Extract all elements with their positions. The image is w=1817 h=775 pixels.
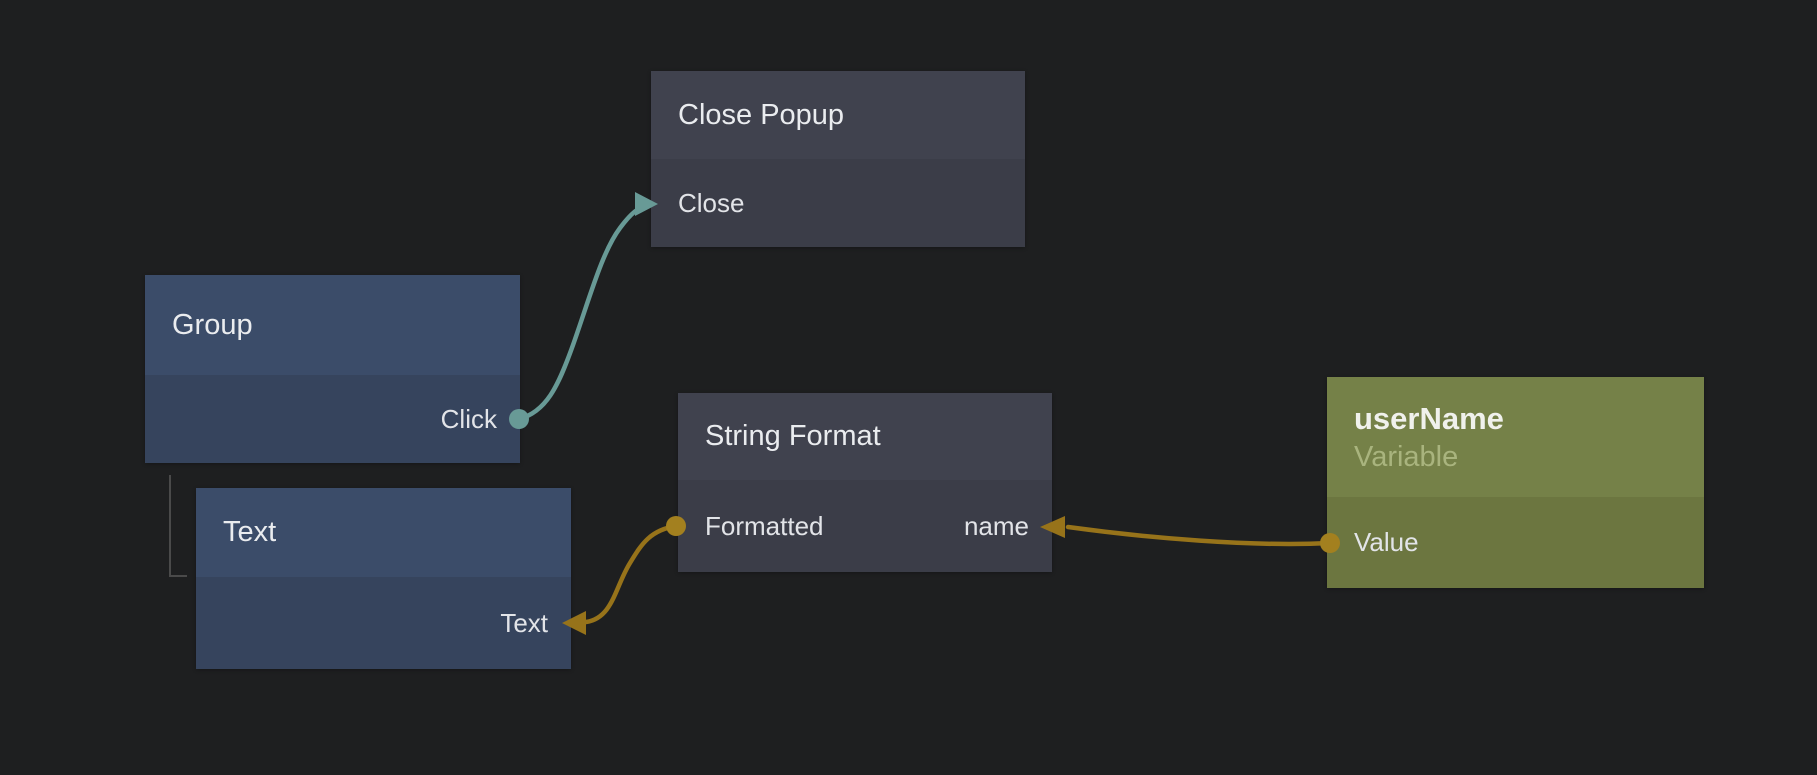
port-row: Click (145, 375, 520, 463)
node-text[interactable]: Text Text (196, 488, 571, 669)
wire-path (516, 205, 644, 422)
port-label-text[interactable]: Text (500, 607, 548, 638)
connection-string-format-formatted-to-text-text[interactable] (562, 516, 686, 635)
port-label-value[interactable]: Value (1354, 527, 1419, 557)
port-row: Close (651, 159, 1025, 247)
node-title: Group (172, 308, 253, 341)
node-string-format-header[interactable]: String Format (678, 393, 1052, 480)
node-string-format[interactable]: String Format Formatted name (678, 393, 1052, 572)
node-subtitle: Variable (1354, 441, 1459, 473)
node-close-popup[interactable]: Close Popup Close (651, 71, 1025, 247)
node-title: userName (1354, 401, 1504, 436)
port-label-close[interactable]: Close (678, 187, 745, 218)
port-label-name[interactable]: name (963, 510, 1029, 541)
node-text-body: Text (196, 577, 571, 669)
node-username-body: Value (1327, 497, 1704, 588)
node-text-header[interactable]: Text (196, 488, 571, 577)
node-close-popup-body: Close (651, 159, 1025, 247)
connection-group-click-to-close-popup-close[interactable] (509, 192, 658, 429)
node-group[interactable]: Group Click (145, 275, 520, 463)
hierarchy-link-group-to-text (169, 475, 187, 577)
node-username-variable[interactable]: userName Variable Value (1327, 377, 1704, 588)
node-string-format-body: Formatted name (678, 480, 1052, 572)
wire-path (1065, 524, 1333, 547)
hierarchy-line (169, 475, 187, 577)
node-title: String Format (705, 420, 881, 452)
connection-username-value-to-string-format-name[interactable] (1040, 516, 1340, 553)
wire-path (583, 523, 679, 625)
port-label-click[interactable]: Click (440, 403, 497, 434)
port-row: Formatted name (678, 480, 1052, 572)
node-group-body: Click (145, 375, 520, 463)
node-username-header[interactable]: userName Variable (1327, 377, 1704, 497)
node-group-header[interactable]: Group (145, 275, 520, 375)
port-label-formatted[interactable]: Formatted (705, 510, 824, 541)
port-row: Text (196, 577, 571, 669)
port-row: Value (1327, 497, 1704, 588)
node-close-popup-header[interactable]: Close Popup (651, 71, 1025, 159)
node-title: Close Popup (678, 98, 845, 131)
node-title: Text (223, 516, 277, 548)
